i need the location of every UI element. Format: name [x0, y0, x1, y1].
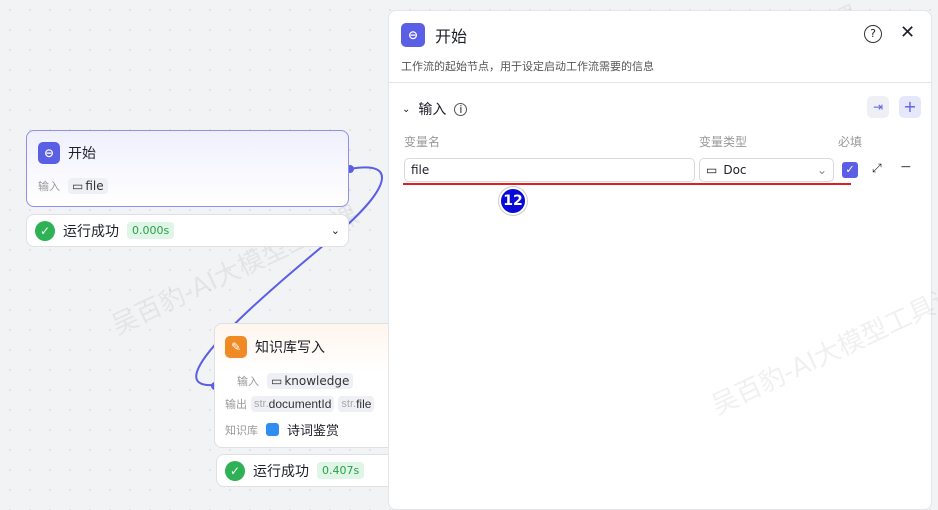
start-icon: ⊖: [38, 142, 60, 164]
dataset-icon: [266, 423, 279, 436]
start-node[interactable]: ⊖ 开始 输入 ▭file: [26, 130, 349, 207]
input-label: 输入: [38, 180, 60, 193]
variable-name-input[interactable]: file: [404, 158, 695, 182]
variable-type-select[interactable]: ▭Doc⌄: [699, 158, 834, 182]
success-icon: ✓: [225, 460, 245, 481]
input-label: 输入: [237, 375, 259, 388]
output-tag: str.file: [338, 396, 375, 412]
kb-status-bar[interactable]: ✓ 运行成功 0.407s: [216, 454, 416, 487]
remove-variable-icon[interactable]: −: [900, 159, 912, 175]
run-time: 0.407s: [317, 462, 365, 479]
section-title: 输入: [418, 102, 447, 118]
kb-name: 诗词鉴赏: [287, 424, 340, 439]
output-tag: str.documentId: [251, 396, 335, 412]
column-name-header: 变量名: [404, 135, 441, 149]
folder-icon: ▭: [271, 374, 283, 388]
input-var-tag: ▭file: [68, 178, 108, 194]
chevron-down-icon[interactable]: ⌄: [402, 103, 411, 115]
knowledge-icon: ✎: [225, 336, 247, 358]
import-icon[interactable]: ⇥: [867, 96, 889, 118]
divider: [389, 82, 931, 83]
info-icon: i: [454, 102, 468, 116]
required-checkbox[interactable]: ✓: [842, 162, 858, 178]
add-variable-button[interactable]: +: [899, 96, 921, 118]
folder-icon: ▭: [72, 179, 84, 193]
output-label: 输出: [225, 398, 247, 411]
node-config-panel: ⊖ 开始 ? ✕ 工作流的起始节点，用于设定启动工作流需要的信息 ⌄ 输入 i …: [388, 10, 932, 510]
status-text: 运行成功: [253, 463, 309, 480]
panel-title: 开始: [435, 27, 468, 46]
annotation-underline: [403, 183, 851, 185]
help-icon[interactable]: ?: [864, 25, 882, 43]
input-var-tag: ▭knowledge: [267, 373, 354, 389]
status-text: 运行成功: [63, 223, 119, 240]
node-title: 开始: [68, 146, 96, 162]
folder-icon: ▭: [706, 163, 718, 177]
chevron-down-icon[interactable]: ⌄: [330, 224, 340, 237]
panel-description: 工作流的起始节点，用于设定启动工作流需要的信息: [401, 60, 654, 73]
column-type-header: 变量类型: [699, 135, 748, 149]
annotation-badge: 12: [499, 187, 527, 215]
start-status-bar[interactable]: ✓ 运行成功 0.000s ⌄: [26, 214, 349, 247]
success-icon: ✓: [35, 220, 55, 241]
chevron-down-icon: ⌄: [816, 163, 827, 177]
run-time: 0.000s: [127, 222, 175, 239]
expand-icon[interactable]: ⤢: [872, 161, 882, 175]
node-title: 知识库写入: [255, 340, 325, 356]
column-required-header: 必填: [838, 135, 863, 149]
close-icon[interactable]: ✕: [900, 22, 916, 43]
kb-label: 知识库: [225, 423, 258, 437]
start-icon: ⊖: [401, 23, 425, 47]
knowledge-write-node[interactable]: ✎ 知识库写入 输入 ▭knowledge 输出 str.documentId …: [214, 323, 414, 448]
